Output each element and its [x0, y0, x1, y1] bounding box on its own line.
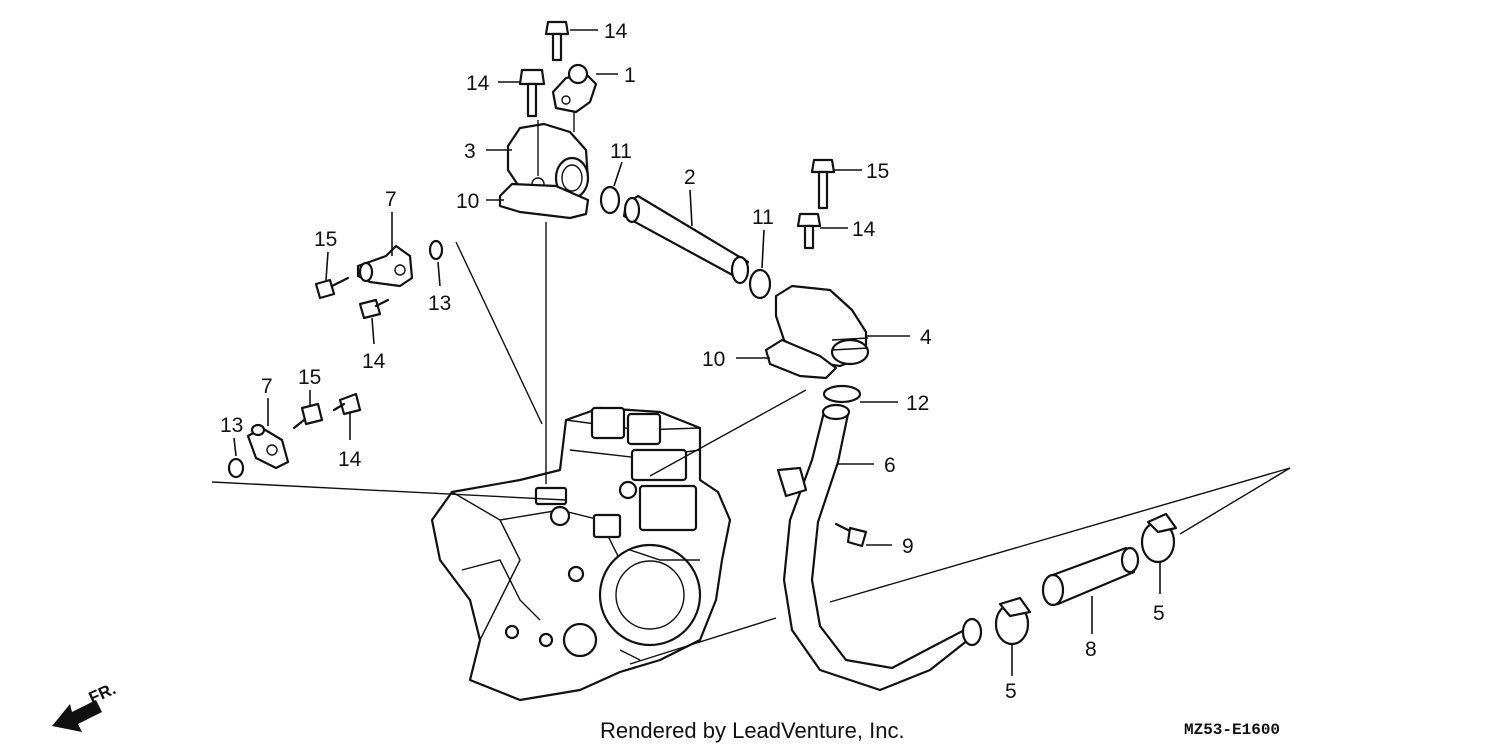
- front-label: FR.: [86, 679, 119, 707]
- callout-4: 4: [920, 326, 932, 349]
- callout-2: 2: [684, 166, 696, 189]
- callout-14-right: 14: [852, 218, 876, 241]
- callout-10-upper: 10: [456, 190, 479, 213]
- assembly-lines: [211, 112, 1291, 665]
- bolt-left-fifteen-upper: [314, 276, 350, 300]
- engine-block: [430, 406, 732, 702]
- bolt-top-lower: [518, 68, 546, 118]
- callout-leaders: [233, 29, 1161, 676]
- gasket-upper: [498, 182, 590, 220]
- callout-15-right: 15: [866, 160, 889, 183]
- bolt-left-fifteen-lower: [292, 402, 324, 430]
- credit-text: Rendered by LeadVenture, Inc.: [600, 718, 905, 743]
- callout-10-right: 10: [702, 348, 725, 371]
- callout-13-lower: 13: [220, 414, 243, 437]
- callout-13-upper: 13: [428, 292, 451, 315]
- callout-6: 6: [884, 454, 896, 477]
- pipe-joint-lower: [246, 423, 290, 470]
- callout-5-right: 5: [1153, 602, 1165, 625]
- callout-1: 1: [624, 64, 636, 87]
- water-hose: [1041, 546, 1140, 607]
- callout-7-lower: 7: [261, 375, 273, 398]
- callout-14-top: 14: [604, 20, 628, 43]
- callout-11-left: 11: [610, 140, 632, 163]
- o-ring-left-upper: [428, 239, 444, 261]
- callout-12: 12: [906, 392, 929, 415]
- bolt-left-fourteen-lower: [332, 392, 362, 416]
- gasket-right: [764, 338, 838, 380]
- callout-15-left-upper: 15: [314, 228, 337, 251]
- o-ring-right: [748, 268, 772, 300]
- callout-5-left: 5: [1005, 680, 1017, 703]
- callout-15-left-lower: 15: [298, 366, 321, 389]
- callout-7-upper: 7: [385, 188, 397, 211]
- hose-clamp-right: [1140, 512, 1178, 564]
- bolt-nine: [834, 522, 868, 548]
- o-ring-left-lower: [227, 457, 245, 479]
- o-ring-left: [599, 185, 621, 215]
- pipe-joint-upper: [356, 244, 414, 288]
- callout-11-right: 11: [752, 206, 774, 229]
- bolt-top-upper: [544, 20, 570, 62]
- bolt-right-lower: [796, 212, 822, 250]
- callout-14-upper: 14: [466, 72, 490, 95]
- o-ring-joint: [822, 384, 862, 404]
- water-pipe: [622, 194, 750, 285]
- bolt-left-fourteen-upper: [358, 298, 390, 320]
- water-hose-pipe: [776, 403, 983, 692]
- clamp-bracket: [551, 63, 598, 114]
- callout-9: 9: [902, 535, 914, 558]
- callout-14-left-upper: 14: [362, 350, 386, 373]
- bolt-right-upper: [810, 158, 836, 210]
- callout-14-left-lower: 14: [338, 448, 362, 471]
- callout-8: 8: [1085, 638, 1097, 661]
- diagram-code: MZ53-E1600: [1184, 721, 1280, 739]
- front-direction-arrow: FR.: [52, 679, 119, 732]
- hose-clamp-left: [994, 596, 1032, 646]
- callout-3: 3: [464, 140, 476, 163]
